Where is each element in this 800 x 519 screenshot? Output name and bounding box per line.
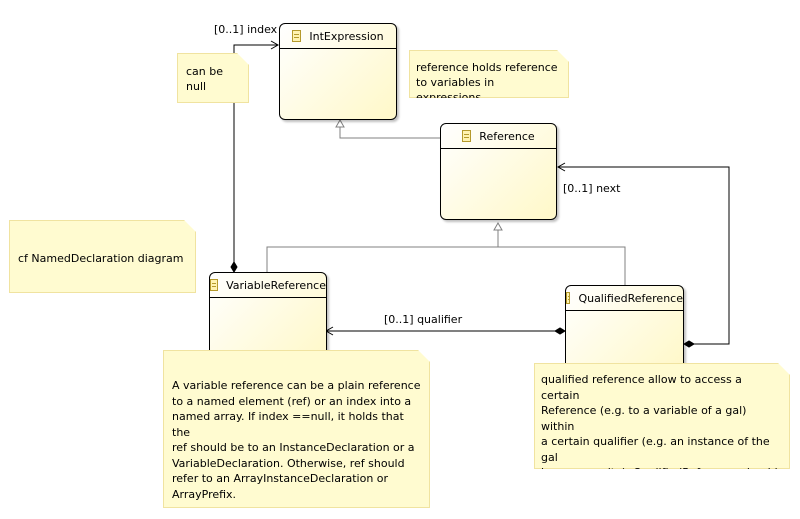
association-label-next: [0..1] next xyxy=(563,182,621,195)
association-label-qualifier: [0..1] qualifier xyxy=(384,313,463,326)
note-line: named array. If index ==null, it holds t… xyxy=(172,410,404,439)
note-line: ArrayPrefix. xyxy=(172,487,237,501)
note-line: ref should be to an InstanceDeclaration … xyxy=(172,441,415,454)
class-reference[interactable]: Reference xyxy=(440,123,557,220)
class-name: VariableReference xyxy=(226,278,326,292)
class-header: Reference xyxy=(441,124,556,149)
class-name: Reference xyxy=(479,129,535,143)
association-index[interactable] xyxy=(233,44,278,265)
class-intexpression[interactable]: IntExpression xyxy=(279,23,397,120)
class-header: IntExpression xyxy=(280,24,396,49)
generalization-arrowhead xyxy=(335,118,345,128)
class-icon xyxy=(292,30,302,42)
note-line: refer to an ArrayInstanceDeclaration or xyxy=(172,472,389,485)
note-line: to a named element (ref) or an index int… xyxy=(172,394,412,408)
generalization-reference-to-intexpression[interactable] xyxy=(339,127,440,139)
generalization-qualifiedreference-to-reference[interactable] xyxy=(498,246,626,285)
note-variable-reference[interactable]: A variable reference can be a plain refe… xyxy=(163,350,430,508)
class-icon xyxy=(210,279,219,291)
association-next[interactable] xyxy=(558,166,730,345)
association-arrowhead xyxy=(556,162,566,172)
composition-diamond xyxy=(554,327,566,335)
note-line: Reference (e.g. to a variable of a gal) … xyxy=(541,404,747,433)
note-named-declaration[interactable]: cf NamedDeclaration diagram xyxy=(9,220,196,293)
composition-diamond xyxy=(683,340,695,348)
class-name: IntExpression xyxy=(309,29,384,43)
note-can-be-null[interactable]: can be null xyxy=(177,53,249,103)
note-line: reference holds reference xyxy=(416,61,558,74)
note-line: cf NamedDeclaration diagram xyxy=(18,252,184,265)
class-name: QualifiedReference xyxy=(578,291,683,305)
generalization-variablereference-to-reference[interactable] xyxy=(266,230,499,272)
note-line: can be xyxy=(186,65,224,78)
class-icon xyxy=(566,292,571,304)
class-icon xyxy=(462,130,472,142)
class-header: QualifiedReference xyxy=(566,286,683,311)
note-reference-holds[interactable]: reference holds reference to variables i… xyxy=(409,50,569,98)
composition-diamond xyxy=(230,261,238,273)
class-variablereference[interactable]: VariableReference xyxy=(209,272,327,362)
class-qualifiedreference[interactable]: QualifiedReference xyxy=(565,285,684,370)
note-qualified-reference[interactable]: qualified reference allow to access a ce… xyxy=(534,363,790,469)
note-line: qualified reference allow to access a ce… xyxy=(541,373,742,402)
note-line: A variable reference can be a plain refe… xyxy=(172,379,421,392)
generalization-arrowhead xyxy=(493,221,503,231)
note-line: null xyxy=(186,80,207,93)
association-label-index: [0..1] index xyxy=(214,23,278,36)
class-header: VariableReference xyxy=(210,273,326,298)
note-line: a certain qualifier (e.g. an instance of… xyxy=(541,435,770,464)
note-line: VariableDeclaration. Otherwise, ref shou… xyxy=(172,456,405,470)
association-arrowhead xyxy=(270,40,280,50)
